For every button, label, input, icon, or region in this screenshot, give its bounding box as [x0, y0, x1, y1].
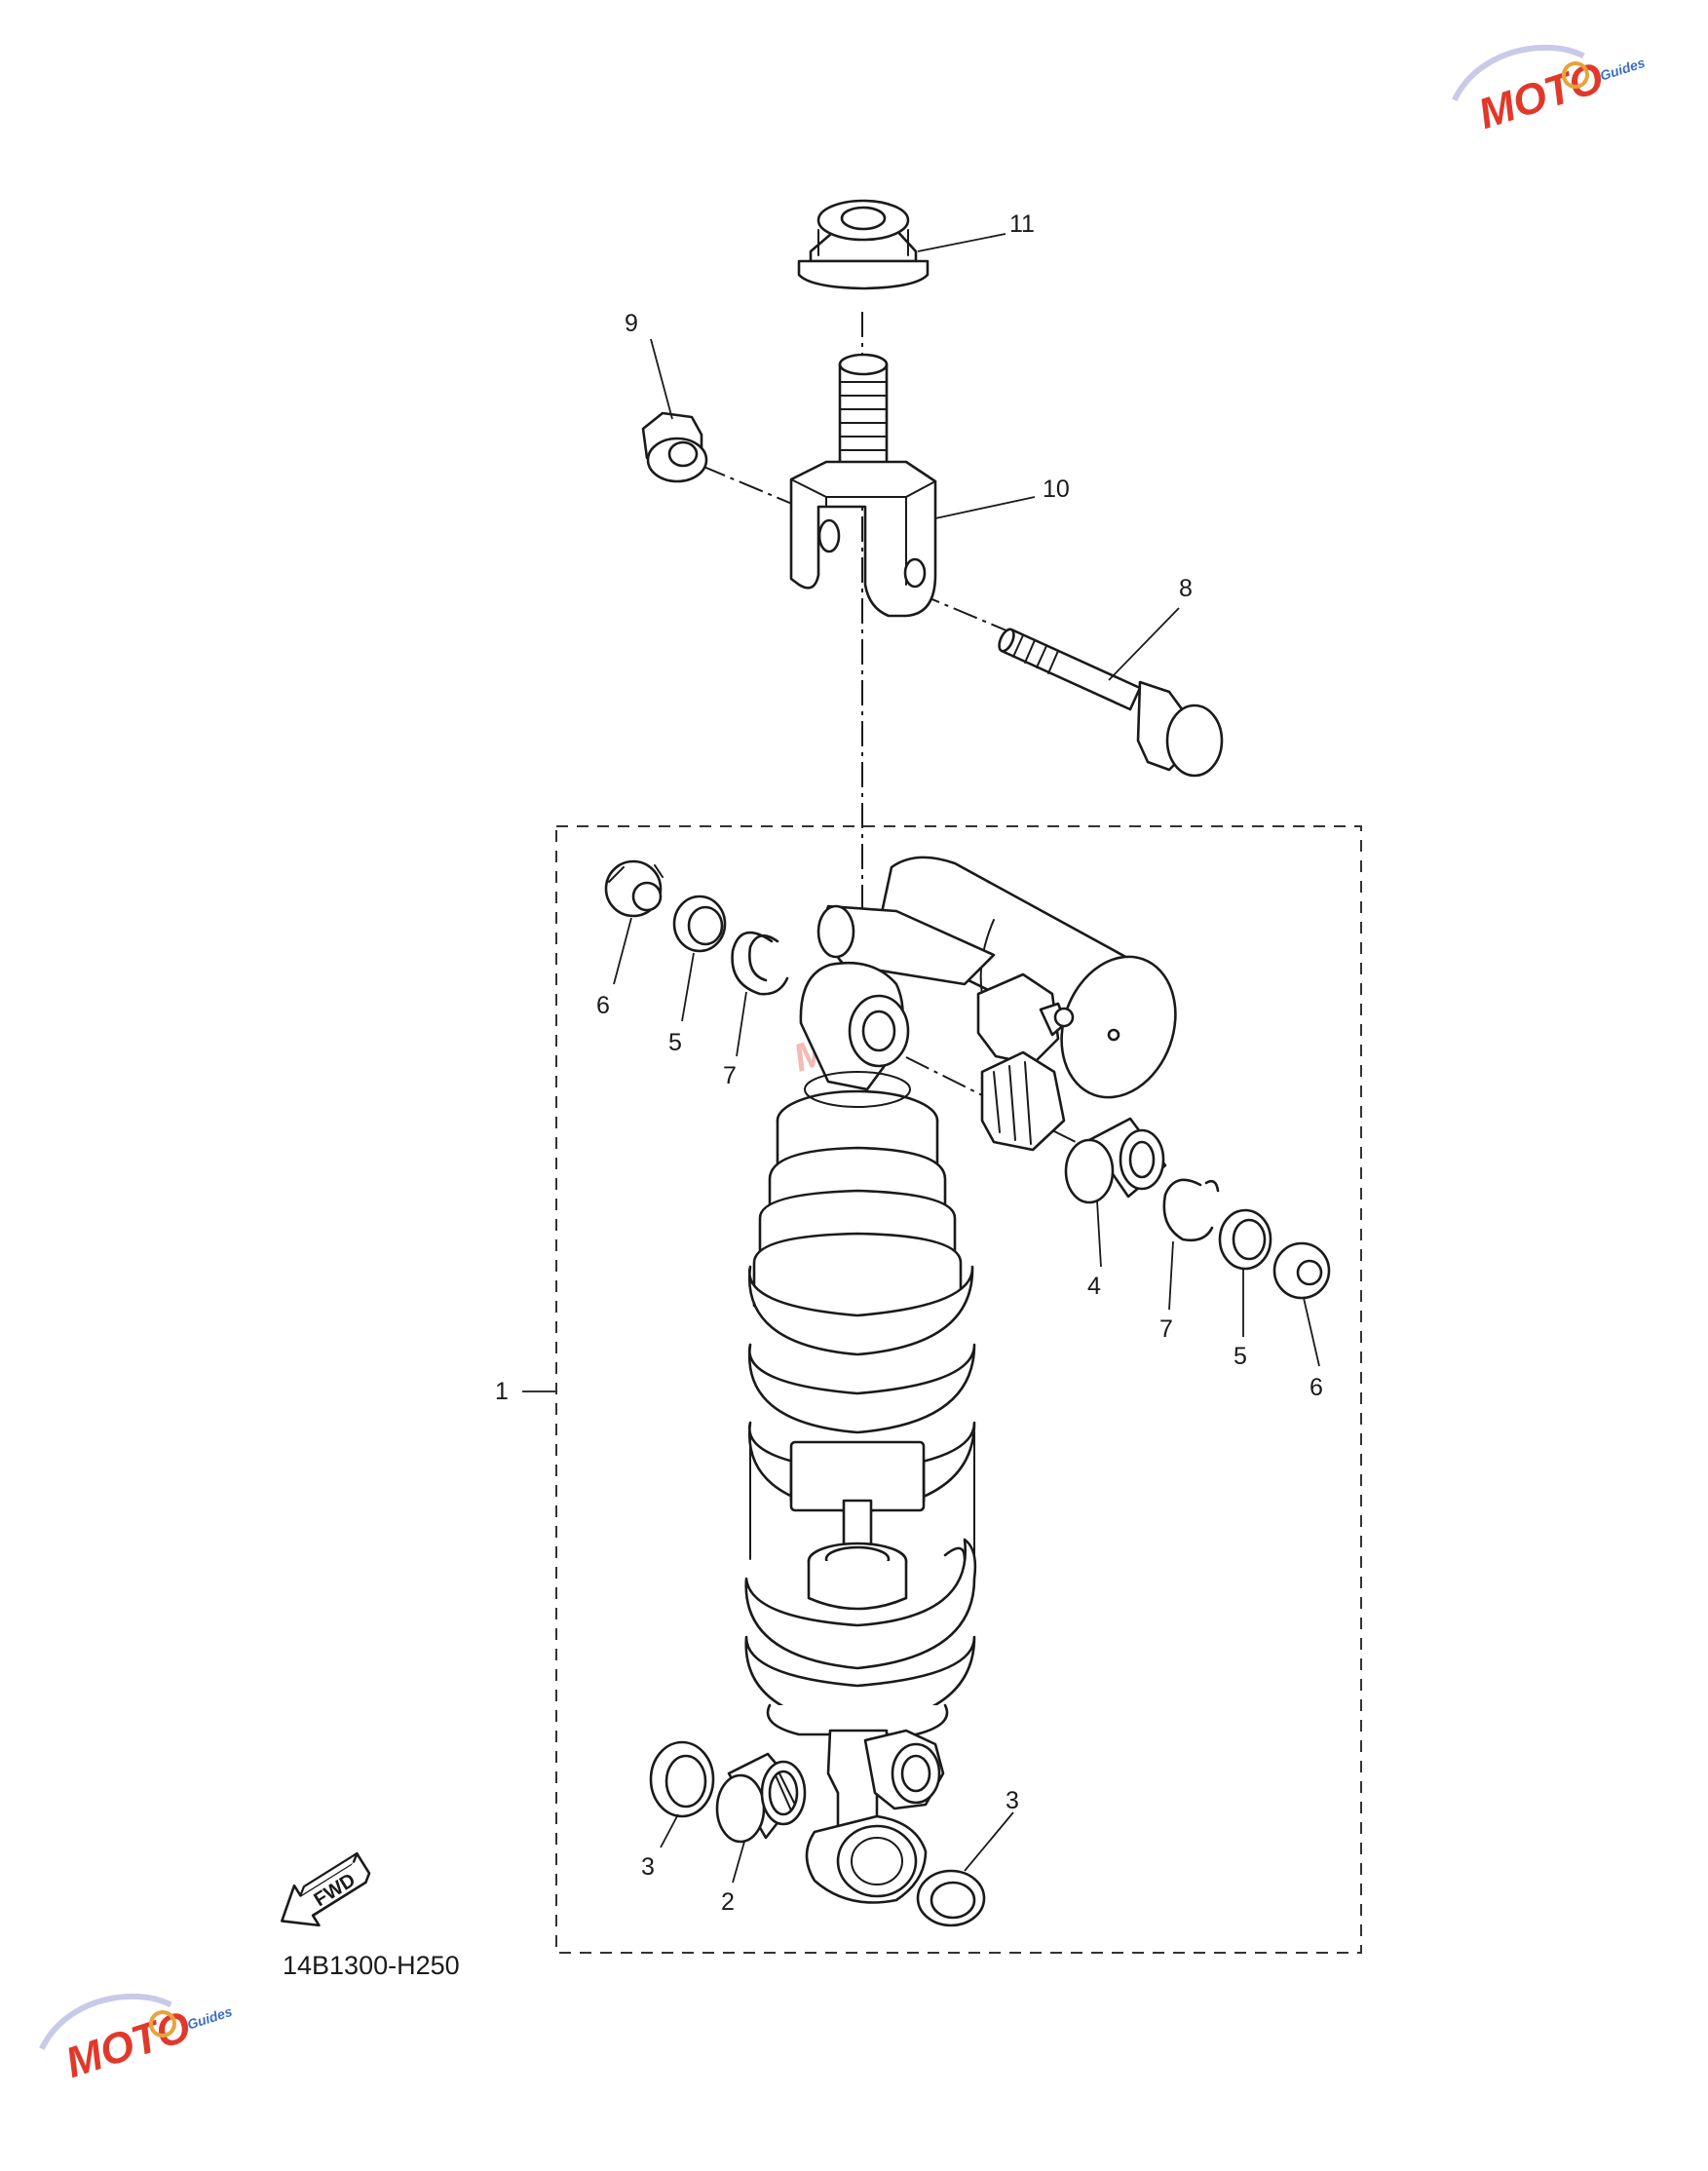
svg-text:Guides: Guides — [185, 2003, 234, 2033]
callout-7-right: 7 — [1159, 1315, 1173, 1343]
callout-9: 9 — [625, 310, 638, 337]
callout-7-left: 7 — [723, 1062, 737, 1089]
svg-text:Guides: Guides — [1598, 55, 1647, 84]
callout-6-left: 6 — [596, 992, 610, 1019]
part-6-seal-left — [604, 859, 664, 918]
callout-3-right: 3 — [1006, 1787, 1019, 1814]
leader-lines — [522, 233, 1320, 1884]
part-1-shock-absorber — [744, 856, 1177, 1904]
fwd-arrow-icon: FWD — [280, 1851, 371, 1927]
part-7-circlip-right — [1162, 1178, 1220, 1242]
nut-axis-line — [701, 465, 800, 508]
part-6-seal-right — [1272, 1241, 1331, 1300]
callout-4: 4 — [1087, 1273, 1101, 1300]
svg-text:MOTO: MOTO — [60, 2002, 197, 2087]
part-8-bolt — [998, 628, 1224, 778]
watermark-logo-top: MOTO Guides — [1452, 44, 1647, 138]
watermark-logo-bottom: MOTO Guides — [39, 1993, 234, 2087]
part-7-circlip-left — [731, 931, 789, 996]
callout-numbers: 11 9 10 8 6 5 7 4 7 5 6 1 3 2 3 — [495, 210, 1323, 1916]
callout-1: 1 — [495, 1378, 509, 1405]
callout-8: 8 — [1179, 575, 1193, 602]
part-9-flange-nut — [641, 411, 708, 483]
assembly-box — [555, 825, 1362, 1954]
part-5-seal-right — [1218, 1208, 1272, 1271]
callout-6-right: 6 — [1309, 1374, 1323, 1401]
part-2-bearing — [715, 1752, 807, 1844]
callout-3-left: 3 — [641, 1853, 655, 1881]
svg-text:MOTO: MOTO — [1473, 54, 1610, 138]
part-3-seal-left — [649, 1740, 715, 1818]
callout-10: 10 — [1043, 476, 1070, 503]
callout-11: 11 — [1009, 210, 1035, 238]
callout-2: 2 — [721, 1888, 735, 1916]
part-5-seal-left — [672, 895, 727, 953]
callout-5-right: 5 — [1234, 1343, 1247, 1370]
part-11-flange-nut — [797, 199, 930, 290]
part-4-bushing — [1064, 1117, 1167, 1204]
callout-5-left: 5 — [668, 1029, 682, 1056]
part-10-bracket — [789, 353, 937, 618]
diagram-code: 14B1300-H250 — [283, 1951, 460, 1980]
part-3-seal-right — [916, 1869, 986, 1927]
